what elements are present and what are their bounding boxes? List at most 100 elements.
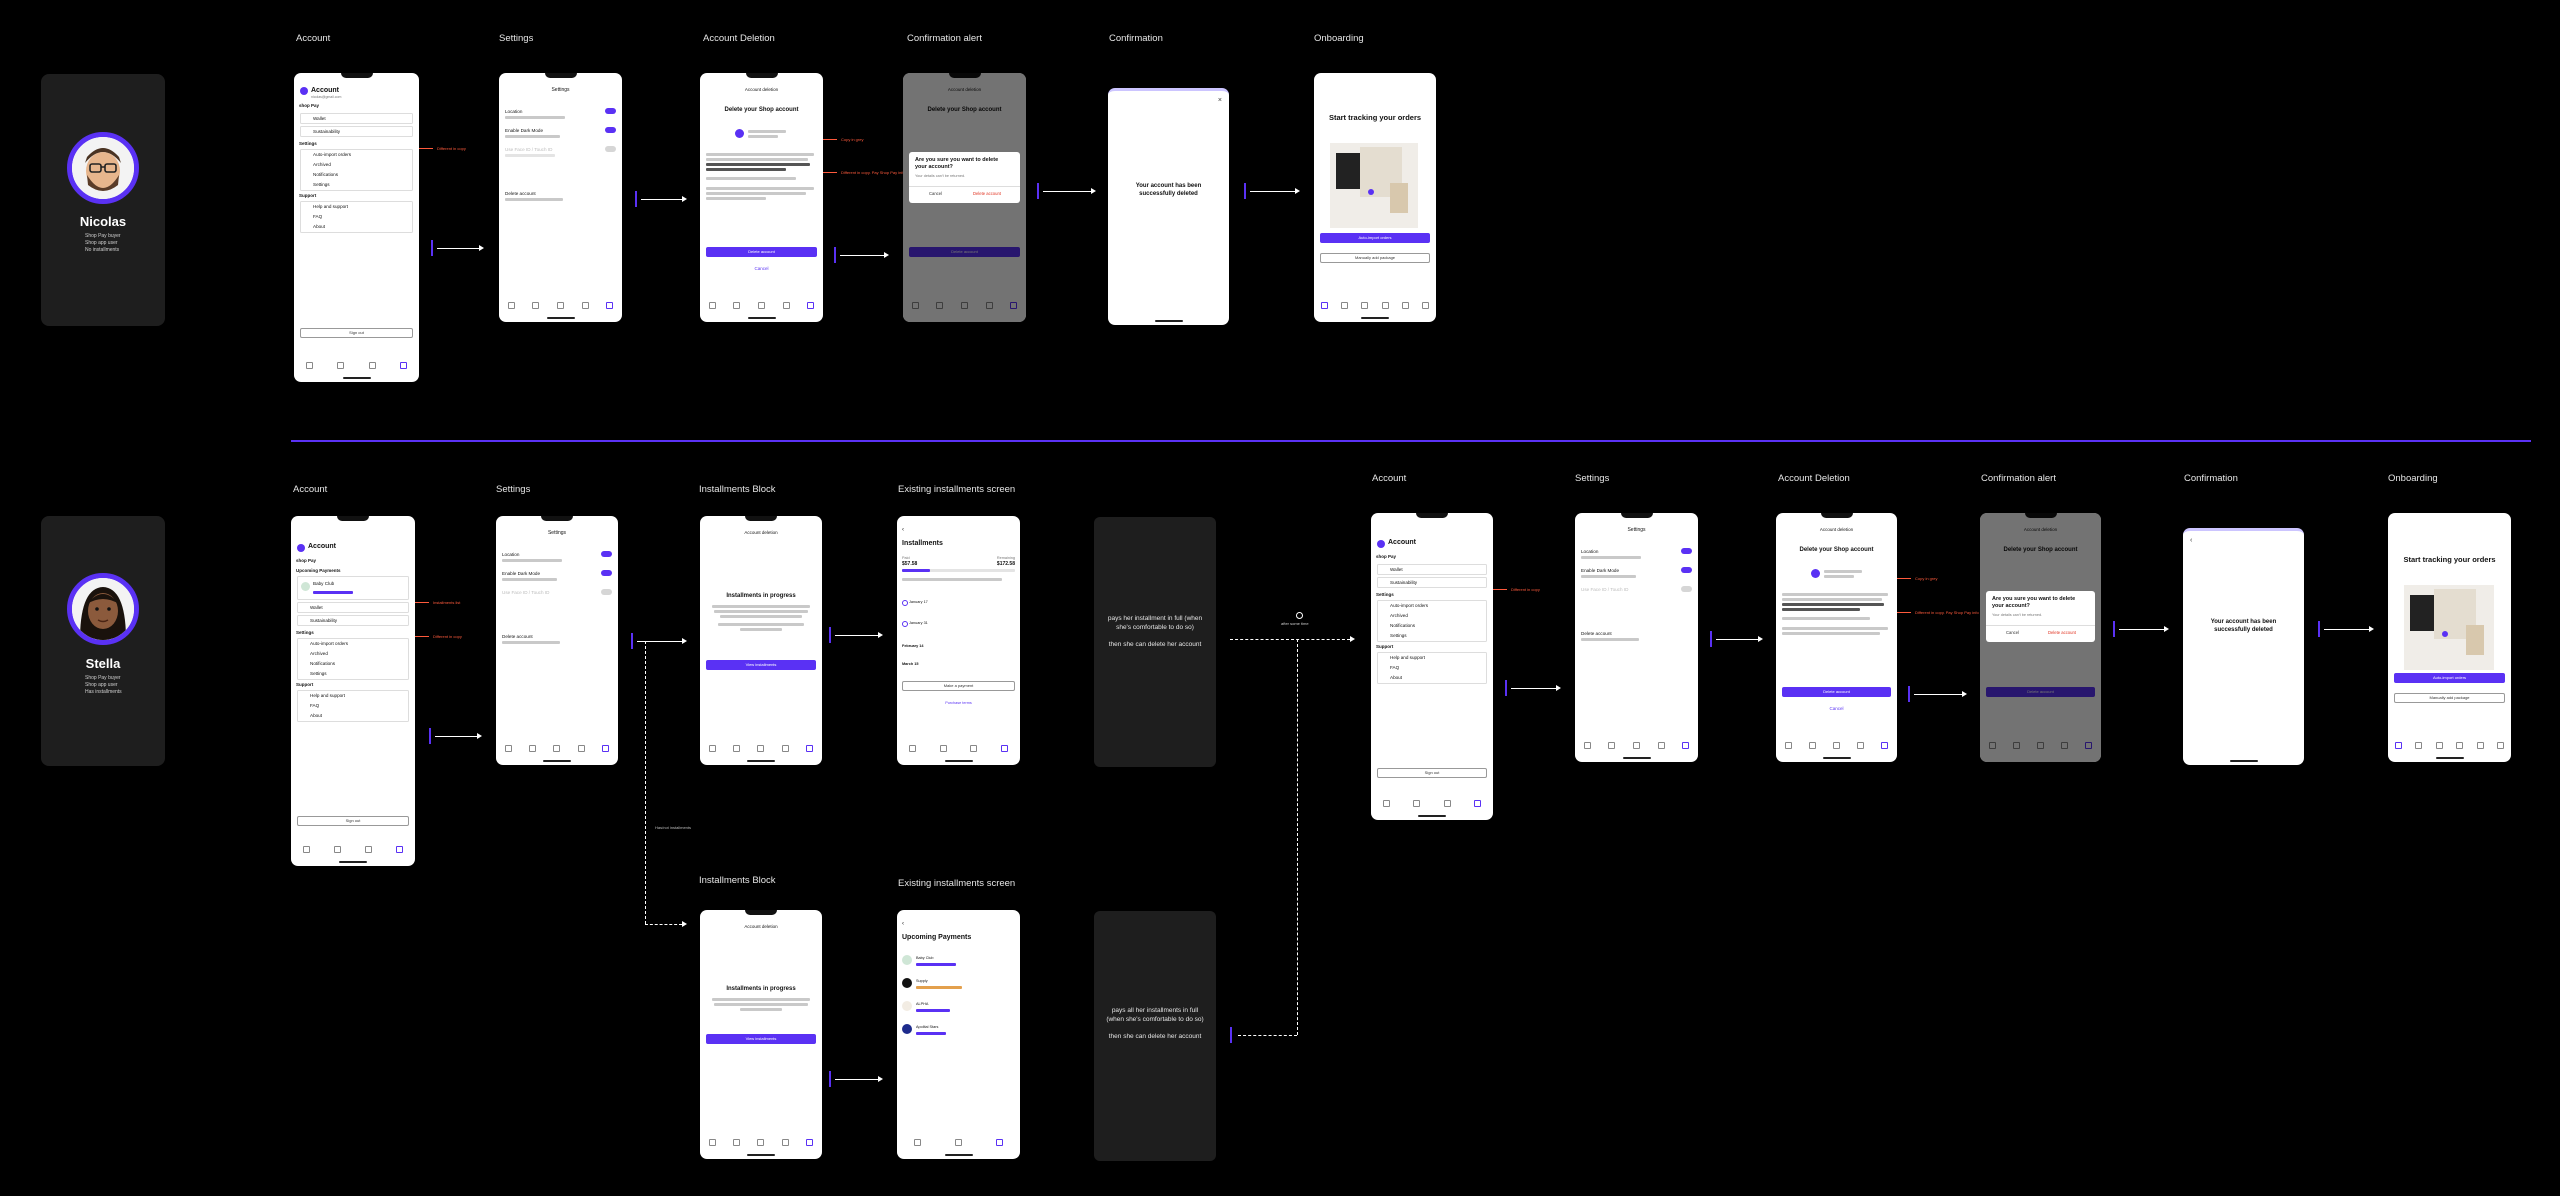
face-id-toggle[interactable] (605, 146, 616, 152)
flow-connector (435, 736, 477, 738)
modal-delete-button[interactable]: Delete account (2048, 630, 2076, 635)
list-item[interactable]: About (1390, 675, 1403, 680)
support-list: Help and support FAQ About (300, 201, 413, 233)
view-installments-button[interactable]: View installments (706, 1034, 816, 1044)
sign-out-button[interactable]: Sign out (297, 816, 409, 826)
arrowhead-icon (1295, 188, 1300, 194)
sustainability-row[interactable]: Sustainability (300, 126, 413, 137)
list-item[interactable]: ALPHA (916, 1002, 929, 1006)
flow-note: after some time (1281, 621, 1309, 626)
sustainability-row[interactable]: Sustainability (1377, 577, 1487, 588)
list-item[interactable]: Archived (313, 162, 331, 167)
delete-account-button[interactable]: Delete account (706, 247, 817, 257)
delete-account-row[interactable]: Delete account (1581, 631, 1612, 636)
list-item[interactable]: Archived (1390, 613, 1408, 618)
auto-import-button[interactable]: Auto-import orders (1320, 233, 1430, 243)
list-item[interactable]: Help and support (313, 204, 348, 209)
list-item[interactable]: FAQ (313, 214, 323, 219)
manually-add-button[interactable]: Manually add package (2394, 693, 2505, 703)
arrowhead-icon (1556, 685, 1561, 691)
dark-mode-toggle[interactable] (605, 127, 616, 133)
manually-add-button[interactable]: Manually add package (1320, 253, 1430, 263)
list-item[interactable]: Apolital Stars (916, 1025, 939, 1029)
location-toggle[interactable] (1681, 548, 1692, 554)
dark-mode-toggle[interactable] (601, 570, 612, 576)
modal-delete-button[interactable]: Delete account (973, 191, 1001, 196)
tab-bar[interactable] (700, 1139, 822, 1149)
list-item[interactable]: Settings (310, 671, 327, 676)
tab-bar[interactable] (2388, 742, 2511, 752)
dark-mode-toggle[interactable] (1681, 567, 1692, 573)
list-item[interactable]: Baby Club (916, 956, 934, 960)
face-id-toggle[interactable] (1681, 586, 1692, 592)
status-icon (902, 621, 908, 627)
tab-bar[interactable] (700, 745, 822, 755)
list-item[interactable]: Notifications (313, 172, 339, 177)
tab-bar[interactable] (1575, 742, 1698, 752)
cancel-link[interactable]: Cancel (754, 266, 769, 271)
tab-bar[interactable] (1371, 800, 1493, 810)
list-item[interactable]: Auto-import orders (1390, 603, 1429, 608)
tab-bar[interactable] (897, 1139, 1020, 1149)
view-installments-button[interactable]: View installments (706, 660, 816, 670)
wallet-row[interactable]: Wallet (297, 602, 409, 613)
modal-subtitle: Your details can't be returned. (915, 174, 966, 178)
screen-settings: Settings Location Enable Dark Mode Use F… (1575, 513, 1698, 762)
section-heading: Upcoming Payments (296, 568, 341, 573)
delete-account-row[interactable]: Delete account (502, 634, 533, 639)
section-heading: Settings (299, 141, 317, 146)
screen-settings: Settings Location Enable Dark Mode Use F… (496, 516, 618, 765)
list-item[interactable]: Notifications (1390, 623, 1416, 628)
location-toggle[interactable] (601, 551, 612, 557)
list-item[interactable]: Supply (916, 979, 928, 983)
auto-import-button[interactable]: Auto-import orders (2394, 673, 2505, 683)
note-text: pays her installment in full (when she's… (1107, 615, 1203, 648)
arrowhead-icon (1758, 636, 1763, 642)
close-icon[interactable]: × (1217, 97, 1222, 104)
make-payment-button[interactable]: Make a payment (902, 681, 1015, 691)
wallet-row[interactable]: Wallet (1377, 564, 1487, 575)
installment-card[interactable]: Baby Club (297, 576, 409, 600)
tab-bar[interactable] (897, 745, 1020, 755)
delete-account-row[interactable]: Delete account (505, 191, 536, 196)
sustainability-row[interactable]: Sustainability (297, 615, 409, 626)
list-item[interactable]: Archived (310, 651, 328, 656)
delete-account-button[interactable]: Delete account (1782, 687, 1891, 697)
onboarding-illustration (1330, 143, 1418, 228)
confirmation-message: Your account has been successfully delet… (1135, 183, 1202, 197)
list-item[interactable]: Notifications (310, 661, 336, 666)
list-item[interactable]: Help and support (1390, 655, 1425, 660)
list-item[interactable]: Auto-import orders (310, 641, 349, 646)
list-item[interactable]: About (313, 224, 326, 229)
tab-bar[interactable] (291, 846, 415, 856)
list-item[interactable]: FAQ (310, 703, 320, 708)
sign-out-button[interactable]: Sign out (300, 328, 413, 338)
list-item[interactable]: Settings (313, 182, 330, 187)
tab-bar[interactable] (700, 302, 823, 312)
section-heading: Support (296, 682, 314, 687)
tab-bar[interactable] (499, 302, 622, 312)
back-icon[interactable]: ‹ (902, 921, 904, 927)
back-icon[interactable]: ‹ (2190, 537, 2193, 544)
back-icon[interactable]: ‹ (902, 527, 904, 533)
list-item[interactable]: Auto-import orders (313, 152, 352, 157)
face-id-toggle[interactable] (601, 589, 612, 595)
location-toggle[interactable] (605, 108, 616, 114)
flow-marker (631, 633, 633, 649)
list-item[interactable]: Settings (1390, 633, 1407, 638)
modal-cancel-button[interactable]: Cancel (2006, 630, 2020, 635)
list-item[interactable]: FAQ (1390, 665, 1400, 670)
purchase-terms-link[interactable]: Purchase terms (945, 701, 972, 705)
modal-cancel-button[interactable]: Cancel (929, 191, 943, 196)
list-item[interactable]: Help and support (310, 693, 345, 698)
flow-connector-dashed (1230, 639, 1350, 640)
tab-bar[interactable] (1776, 742, 1897, 752)
tab-bar[interactable] (294, 362, 419, 372)
sign-out-button[interactable]: Sign out (1377, 768, 1487, 778)
wallet-row[interactable]: Wallet (300, 113, 413, 124)
list-item[interactable]: About (310, 713, 323, 718)
block-title: Installments in progress (726, 593, 796, 599)
cancel-link[interactable]: Cancel (1829, 706, 1844, 711)
tab-bar[interactable] (496, 745, 618, 755)
tab-bar[interactable] (1314, 302, 1436, 312)
